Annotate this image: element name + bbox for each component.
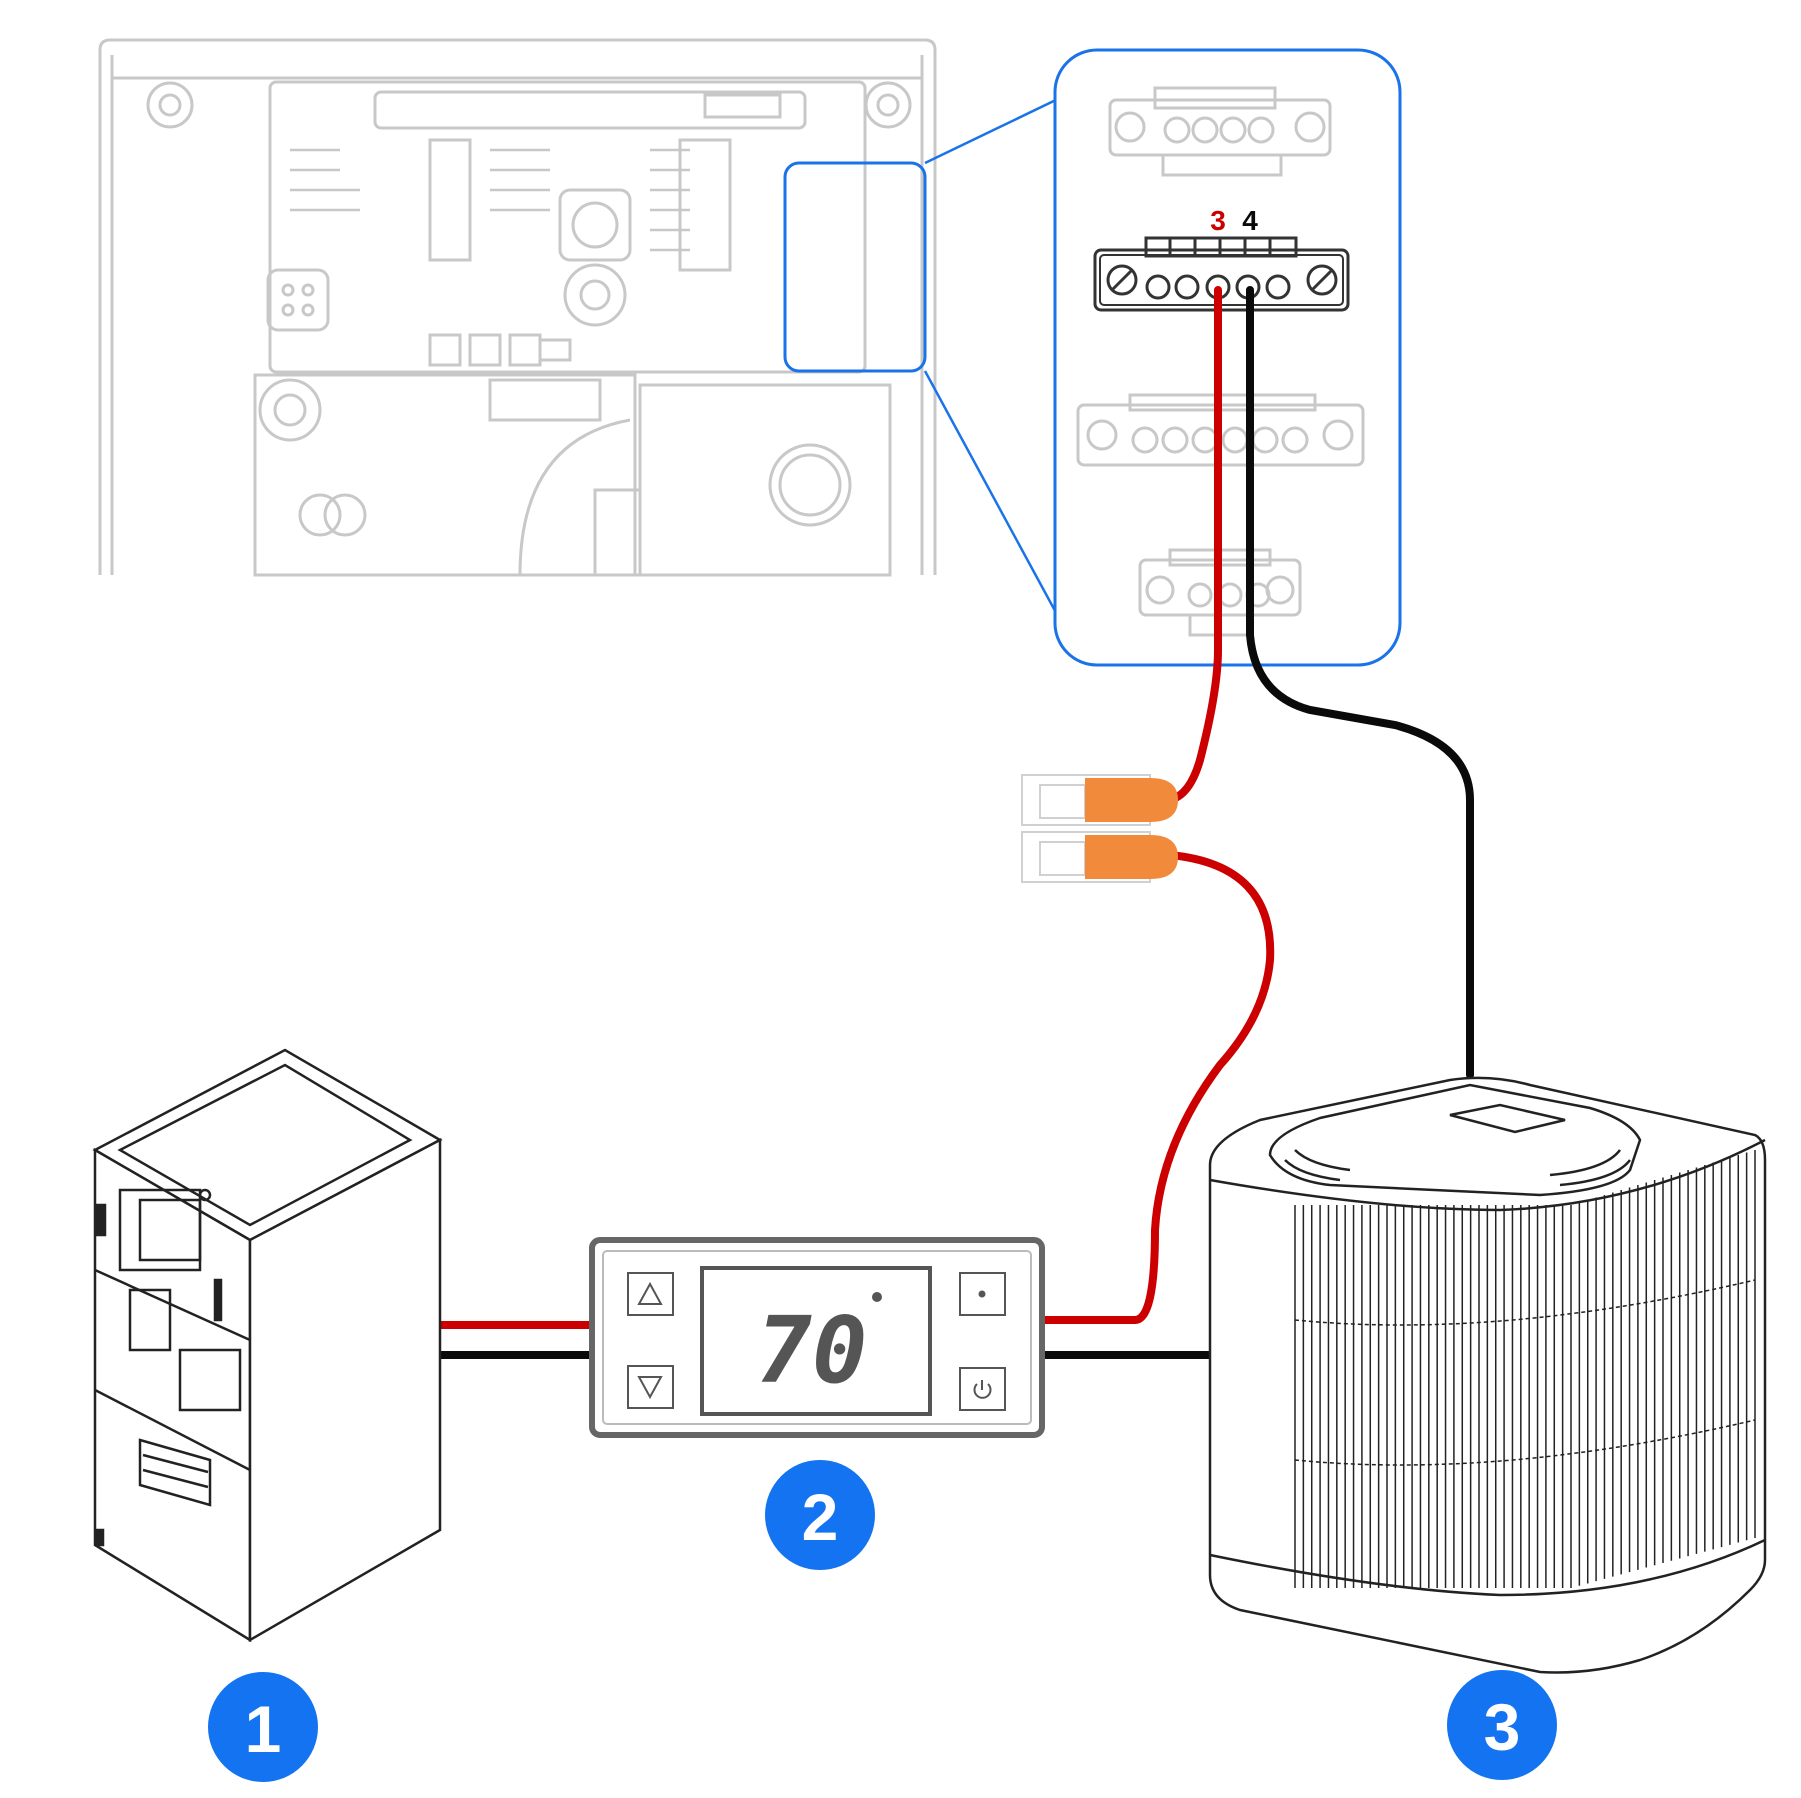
terminal-label-3: 3 [1210, 205, 1226, 236]
thermostat-up-button[interactable] [627, 1272, 674, 1316]
up-arrow-icon [637, 1281, 663, 1305]
highlight-box [783, 161, 927, 373]
terminal-label-4: 4 [1242, 205, 1258, 236]
badge-3: 3 [1447, 1670, 1557, 1780]
air-handler-illustration [92, 1048, 443, 1643]
badge-1: 1 [208, 1672, 318, 1782]
condenser-band [1294, 1419, 1756, 1466]
callout-line-top [924, 96, 1061, 165]
badge-3-number: 3 [1484, 1690, 1521, 1764]
dot-icon [978, 1290, 986, 1298]
down-arrow-icon [637, 1376, 663, 1400]
callout-panel [1053, 48, 1402, 667]
wire-connector-lower [1021, 831, 1178, 883]
control-board-illustration [98, 38, 937, 577]
thermostat-power-button[interactable] [959, 1367, 1006, 1411]
terminal-block-main [1093, 236, 1350, 312]
faded-terminal-block-top [1108, 86, 1332, 177]
wire-connector-upper [1021, 774, 1178, 826]
thermostat-reading: 70 [757, 1297, 868, 1404]
thermostat-select-button[interactable] [959, 1272, 1006, 1316]
red-wire-terminal-to-connector [1166, 286, 1222, 804]
power-icon [973, 1380, 992, 1399]
thermostat-module: 70 [589, 1237, 1045, 1438]
badge-2-number: 2 [802, 1480, 839, 1554]
condenser-fins [1294, 1150, 1756, 1588]
thermostat-down-button[interactable] [627, 1365, 674, 1409]
condenser-band [1294, 1279, 1756, 1326]
callout-line-bottom [923, 370, 1062, 621]
black-wire-terminal-to-condenser [1246, 286, 1474, 1079]
badge-1-number: 1 [245, 1692, 282, 1766]
red-wire-connector-to-thermostat [1038, 851, 1275, 1324]
thermostat-display [700, 1266, 932, 1416]
badge-2: 2 [765, 1460, 875, 1570]
